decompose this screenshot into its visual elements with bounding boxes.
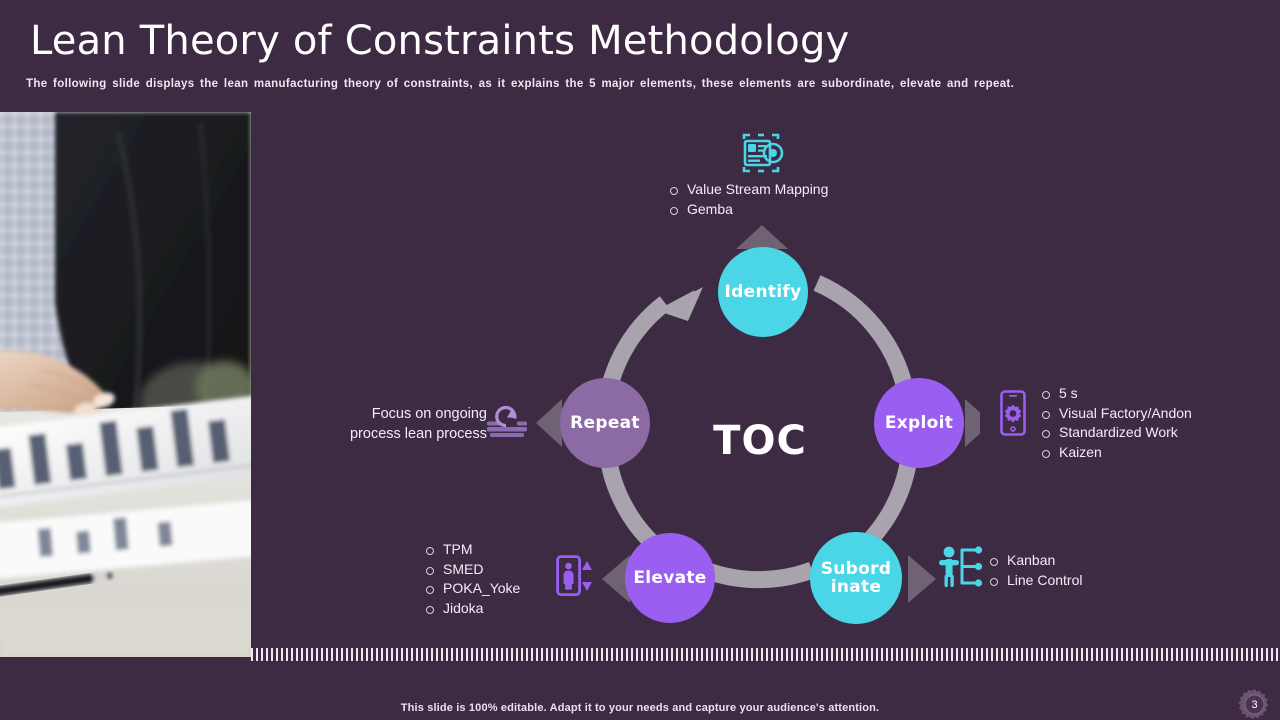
- node-identify[interactable]: Identify: [718, 247, 808, 337]
- list-item: Jidoka: [424, 599, 520, 619]
- elevator-icon: [556, 555, 594, 602]
- list-item: TPM: [424, 540, 520, 560]
- page-subtitle: The following slide displays the lean ma…: [26, 78, 1015, 90]
- node-repeat[interactable]: Repeat: [560, 378, 650, 468]
- business-photo: [0, 112, 251, 657]
- list-item: SMED: [424, 560, 520, 580]
- list-item: Kaizen: [1040, 443, 1192, 463]
- dotted-divider: [251, 648, 1280, 661]
- footer-note: This slide is 100% editable. Adapt it to…: [400, 702, 880, 714]
- callout-subordinate-list: Kanban Line Control: [988, 551, 1083, 590]
- list-item: 5 s: [1040, 384, 1192, 404]
- toc-cycle-diagram: Identify Exploit Subord inate Elevate Re…: [312, 132, 1192, 624]
- callout-exploit-list: 5 s Visual Factory/Andon Standardized Wo…: [1040, 384, 1192, 462]
- value-stream-map-icon: [738, 132, 786, 179]
- node-subordinate-line1: Subord: [820, 558, 892, 579]
- list-item: Standardized Work: [1040, 423, 1192, 443]
- page-number: 3: [1251, 698, 1258, 711]
- list-item: POKA_Yoke: [424, 579, 520, 599]
- list-item: Gemba: [668, 200, 828, 220]
- node-elevate[interactable]: Elevate: [625, 533, 715, 623]
- gear-icon: [1238, 689, 1269, 720]
- connector-triangle-right: [965, 399, 980, 447]
- callout-repeat-text: Focus on ongoing process lean process: [312, 404, 487, 444]
- connector-triangle-top: [736, 225, 788, 249]
- connector-triangle-left: [536, 399, 562, 447]
- center-label-toc: TOC: [713, 418, 807, 464]
- mobile-gear-icon: [1000, 390, 1026, 441]
- callout-elevate-list: TPM SMED POKA_Yoke Jidoka: [424, 540, 520, 618]
- list-item: Kanban: [988, 551, 1083, 571]
- connector-triangle-bottom-left: [602, 555, 630, 603]
- node-subordinate[interactable]: Subord inate: [810, 532, 902, 624]
- callout-repeat-line2: process lean process: [349, 426, 487, 442]
- callout-repeat-line1: Focus on ongoing: [371, 406, 487, 422]
- page-title: Lean Theory of Constraints Methodology: [30, 18, 850, 64]
- connector-triangle-bottom-right: [908, 555, 936, 603]
- photo-illustration: [0, 112, 251, 657]
- node-subordinate-line2: inate: [830, 577, 882, 597]
- list-item: Value Stream Mapping: [668, 180, 828, 200]
- list-item: Visual Factory/Andon: [1040, 404, 1192, 424]
- person-network-icon: [938, 545, 986, 594]
- callout-identify-list: Value Stream Mapping Gemba: [668, 180, 828, 219]
- refresh-cycle-icon: [485, 405, 529, 446]
- list-item: Line Control: [988, 571, 1083, 591]
- page-number-badge: 3: [1238, 688, 1271, 720]
- node-exploit[interactable]: Exploit: [874, 378, 964, 468]
